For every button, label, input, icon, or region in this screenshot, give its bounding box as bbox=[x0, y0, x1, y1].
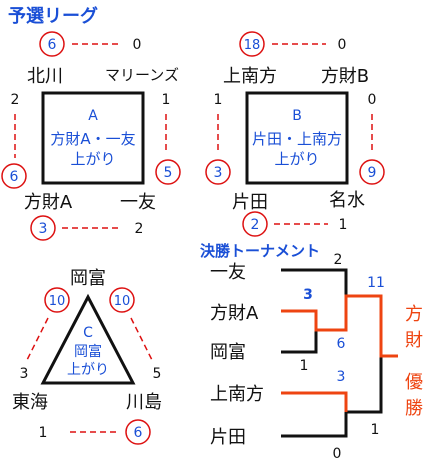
group-c-score-left-1: 10 bbox=[49, 294, 66, 309]
bracket-line-top bbox=[281, 268, 348, 296]
champion-char-3: 優 bbox=[405, 372, 423, 393]
score-semi-lower-loser: 0 bbox=[333, 446, 342, 462]
group-b-win-circle bbox=[205, 159, 231, 185]
group-b-score-top-2: 0 bbox=[338, 37, 347, 53]
group-a-team-4: 一友 bbox=[120, 192, 156, 213]
group-b-win-circle bbox=[359, 159, 385, 185]
bracket-line-r1-loser bbox=[281, 330, 318, 354]
group-a-score-left-2: 6 bbox=[10, 169, 19, 185]
group-c-team-2: 東海 bbox=[12, 392, 48, 413]
group-a-team-3: 方財A bbox=[24, 192, 73, 213]
group-a-win-circle bbox=[39, 31, 65, 57]
final-tournament: 決勝トーナメント 一友 方財A 岡富 上南方 片田 3 1 2 6 11 3 0… bbox=[200, 242, 423, 462]
group-b-score-bottom-2: 1 bbox=[339, 217, 348, 233]
tournament-team-2: 方財A bbox=[210, 303, 259, 324]
group-b-score-right-1: 0 bbox=[368, 92, 377, 108]
group-b-team-1: 上南方 bbox=[223, 66, 277, 87]
bracket-champion-path bbox=[281, 294, 398, 358]
group-c-score-bottom-1: 1 bbox=[39, 425, 48, 441]
score-r1-winner: 3 bbox=[303, 287, 313, 303]
tournament-team-1: 一友 bbox=[210, 262, 246, 283]
group-c-match-line bbox=[130, 317, 153, 361]
group-a-qualified-line1: 方財A・一友 bbox=[50, 130, 135, 148]
group-a-win-circle bbox=[1, 163, 27, 189]
group-c-qualified-line1: 岡富 bbox=[74, 343, 102, 360]
group-b-score-bottom-1: 2 bbox=[251, 217, 260, 233]
bracket-line-semi-lower bbox=[281, 391, 348, 412]
bracket-line-bottom bbox=[281, 412, 348, 438]
group-a-score-right-1: 1 bbox=[162, 92, 171, 108]
group-a-label: A bbox=[88, 108, 98, 124]
group-c-score-left-2: 3 bbox=[20, 366, 29, 382]
group-c-win-circle bbox=[44, 287, 70, 313]
score-final-lower: 1 bbox=[371, 422, 380, 438]
group-b-label: B bbox=[292, 108, 302, 124]
group-a-score-bottom-2: 2 bbox=[135, 221, 144, 237]
group-b-score-right-2: 9 bbox=[368, 165, 377, 181]
group-a-score-bottom-1: 3 bbox=[39, 221, 48, 237]
group-b-score-left-2: 3 bbox=[214, 165, 223, 181]
tournament-team-4: 上南方 bbox=[210, 384, 264, 405]
group-a: A 方財A・一友 上がり 北川 マリーンズ 方財A 一友 6 0 1 5 2 6… bbox=[1, 31, 181, 241]
score-semi-upper: 6 bbox=[337, 336, 346, 352]
group-a-win-circle bbox=[30, 215, 56, 241]
group-b: B 片田・上南方 上がり 上南方 方財B 片田 名水 18 0 0 9 1 3 … bbox=[205, 31, 385, 237]
group-a-score-left-1: 2 bbox=[11, 92, 20, 108]
group-c-team-3: 川島 bbox=[126, 392, 162, 413]
group-b-team-3: 片田 bbox=[232, 192, 268, 213]
score-top-bye: 2 bbox=[334, 252, 343, 268]
group-b-win-circle bbox=[242, 211, 268, 237]
group-a-team-2: マリーンズ bbox=[105, 66, 179, 84]
group-b-team-4: 名水 bbox=[329, 190, 365, 211]
score-final-upper: 11 bbox=[367, 275, 385, 291]
group-c-qualified-line2: 上がり bbox=[67, 362, 109, 378]
group-b-win-circle bbox=[239, 31, 265, 57]
tournament-title: 決勝トーナメント bbox=[200, 242, 320, 260]
group-a-score-top-1: 6 bbox=[48, 37, 57, 53]
group-b-box bbox=[245, 91, 349, 185]
group-b-score-left-1: 1 bbox=[214, 92, 223, 108]
tournament-team-5: 片田 bbox=[210, 427, 246, 448]
group-b-team-2: 方財B bbox=[321, 66, 369, 87]
group-a-team-1: 北川 bbox=[27, 66, 63, 87]
group-c-win-circle bbox=[109, 287, 135, 313]
group-c-score-right-2: 5 bbox=[153, 366, 162, 382]
group-c: C 岡富 上がり 岡富 東海 川島 10 3 10 5 1 6 bbox=[12, 268, 162, 445]
group-a-box bbox=[41, 91, 145, 185]
group-c-score-right-1: 10 bbox=[114, 294, 131, 309]
group-c-match-line bbox=[26, 317, 49, 361]
champion-char-4: 勝 bbox=[405, 398, 423, 419]
group-c-team-1: 岡富 bbox=[70, 268, 106, 289]
diagram-title: 予選リーグ bbox=[8, 5, 98, 27]
group-c-win-circle bbox=[125, 419, 151, 445]
score-semi-lower: 3 bbox=[337, 369, 346, 385]
champion-char-1: 方 bbox=[405, 304, 423, 325]
group-a-qualified-line2: 上がり bbox=[70, 150, 115, 168]
group-a-win-circle bbox=[155, 159, 181, 185]
score-r1-loser: 1 bbox=[300, 358, 309, 374]
group-c-triangle bbox=[40, 293, 136, 385]
group-b-score-top-1: 18 bbox=[244, 38, 261, 53]
group-c-label: C bbox=[83, 325, 93, 341]
group-a-score-top-2: 0 bbox=[133, 37, 142, 53]
group-c-score-bottom-2: 6 bbox=[134, 425, 143, 441]
group-a-score-right-2: 5 bbox=[164, 165, 173, 181]
group-b-qualified-line1: 片田・上南方 bbox=[252, 130, 342, 148]
bracket-line-final-lower bbox=[346, 356, 383, 414]
champion-char-2: 財 bbox=[405, 330, 423, 351]
group-b-qualified-line2: 上がり bbox=[274, 150, 319, 168]
tournament-team-3: 岡富 bbox=[210, 342, 246, 363]
